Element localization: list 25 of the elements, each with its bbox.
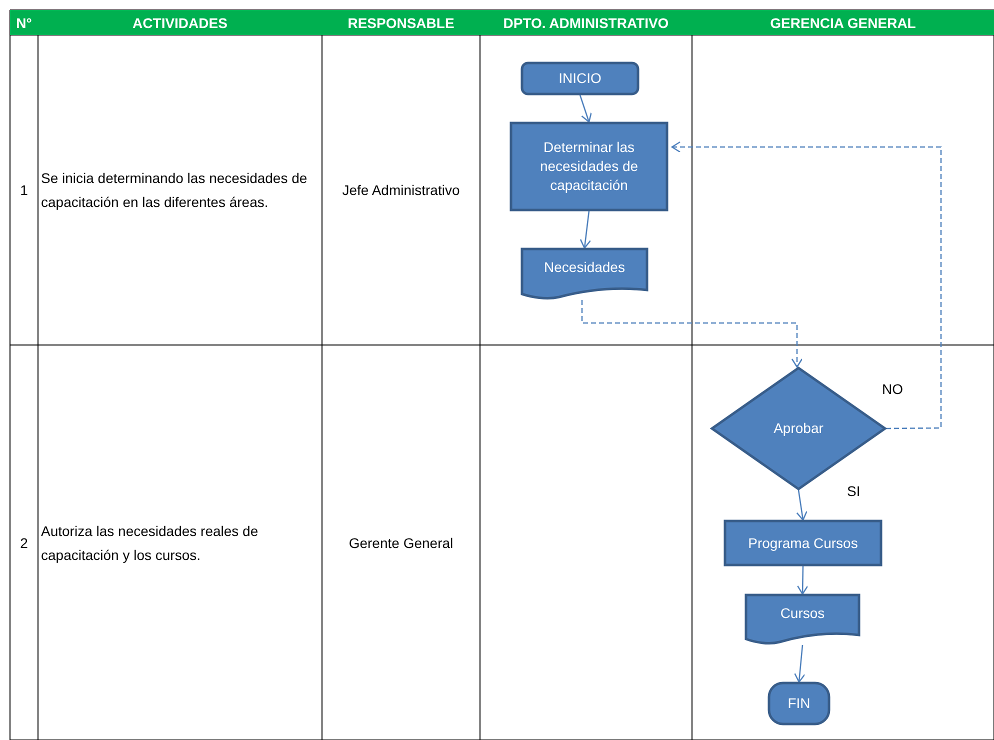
column-header: N° [16, 14, 32, 32]
start-terminal: INICIO [521, 62, 639, 95]
end-terminal: FIN [768, 682, 830, 725]
column-header: ACTIVIDADES [132, 14, 228, 32]
arrow [580, 210, 592, 249]
responsible-name: Jefe Administrativo [342, 181, 460, 200]
process-box: Determinar las necesidades de capacitación [510, 122, 668, 211]
activity-text: Se inicia determinando las necesidades de capacitación en las diferentes áreas. [41, 169, 308, 212]
document-shape: Necesidades [521, 248, 648, 300]
arrow [671, 141, 942, 430]
column-header: GERENCIA GENERAL [770, 14, 916, 32]
arrow [579, 94, 592, 123]
row-number: 1 [20, 181, 28, 200]
activity-text: Autoriza las necesidades reales de capacitación y los cursos. [41, 522, 260, 565]
edge-label: NO [880, 381, 905, 397]
document-shape: Cursos [745, 594, 860, 645]
column-header: RESPONSABLE [348, 14, 454, 32]
responsible-name: Gerente General [348, 534, 454, 552]
arrow [581, 300, 803, 368]
row-number: 2 [20, 534, 28, 552]
arrow [794, 644, 806, 683]
process-box: Programa Cursos [724, 520, 882, 566]
column-header: DPTO. ADMINISTRATIVO [503, 14, 669, 32]
arrow [796, 490, 808, 521]
arrow [797, 566, 808, 595]
